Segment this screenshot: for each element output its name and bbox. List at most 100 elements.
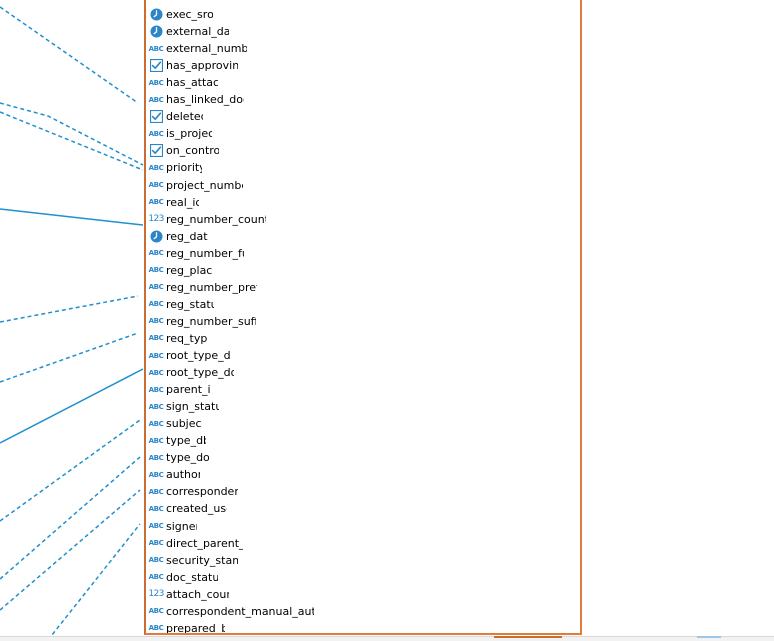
abc-type-icon: ABC <box>148 163 164 172</box>
abc-type-icon: ABC <box>148 453 164 462</box>
field-row-external_dat[interactable]: external_dat <box>149 23 229 40</box>
field-name: reg_date <box>166 229 208 243</box>
field-name: has_attach <box>166 76 218 90</box>
connector-reg-status[interactable] <box>0 295 139 323</box>
connector-reg-date[interactable] <box>0 208 144 226</box>
field-name: priority <box>166 161 202 175</box>
field-row-exec_srok[interactable]: exec_srok <box>149 6 213 23</box>
connector-signer[interactable] <box>47 523 141 640</box>
field-name: attach_coun <box>166 587 229 601</box>
field-name: security_stamp <box>166 553 238 567</box>
field-row-deletec[interactable]: deletec <box>149 108 203 125</box>
abc-type-icon: ABC <box>148 181 164 189</box>
field-name: deletec <box>166 110 203 124</box>
field-name: doc_status <box>166 570 218 584</box>
field-row-reg_date[interactable]: reg_date <box>149 228 208 245</box>
connector-req-type[interactable] <box>0 332 139 383</box>
abc-type-icon: ABC <box>148 78 164 87</box>
abc-type-icon: ABC <box>148 470 164 479</box>
connector-exec-srok[interactable] <box>0 6 139 104</box>
field-name: correspondent_manual_auth <box>166 604 314 618</box>
field-name: reg_place <box>166 263 212 277</box>
entity-table-box[interactable]: exec_srokexternal_datABCexternal_numbeha… <box>144 0 582 635</box>
connector-subject[interactable] <box>0 419 141 522</box>
clock-icon <box>149 25 163 38</box>
field-name: type_doc <box>166 451 210 465</box>
field-row-has_approvinc[interactable]: has_approvinc <box>149 57 238 74</box>
abc-type-icon: ABC <box>148 539 164 548</box>
connector-correspondent[interactable] <box>0 489 141 611</box>
num-type-icon: 123 <box>148 589 164 600</box>
clock-icon <box>149 8 163 21</box>
field-name: created_use <box>166 502 227 516</box>
horizontal-scrollbar-track[interactable] <box>0 636 774 641</box>
connector-root-type-do[interactable] <box>0 368 144 444</box>
checkbox-icon <box>149 110 163 124</box>
clock-icon <box>149 230 163 243</box>
abc-type-icon: ABC <box>148 573 164 582</box>
field-name: root_type_do <box>166 366 234 380</box>
field-name: reg_number_prefi <box>166 280 257 294</box>
field-name: reg_number_fu <box>166 246 244 260</box>
connector-priority-b[interactable] <box>0 111 144 171</box>
field-name: exec_srok <box>166 8 213 21</box>
field-row-subject[interactable]: ABCsubject <box>149 415 201 432</box>
abc-type-icon: ABC <box>148 129 164 138</box>
checkbox-icon <box>149 144 163 158</box>
field-name: external_dat <box>166 25 229 39</box>
field-name: external_numbe <box>166 42 247 56</box>
field-name: root_type_dl <box>166 349 231 362</box>
abc-type-icon: ABC <box>148 556 164 565</box>
connector-type-doc[interactable] <box>0 456 141 580</box>
checkbox-icon <box>149 59 163 73</box>
abc-type-icon: ABC <box>148 198 164 207</box>
field-name: author <box>166 468 200 482</box>
abc-type-icon: ABC <box>148 368 164 377</box>
field-name: parent_ic <box>166 383 211 397</box>
field-name: type_db <box>166 434 206 448</box>
abc-type-icon: ABC <box>148 44 164 53</box>
abc-type-icon: ABC <box>148 419 164 428</box>
field-name: direct_parent_i <box>166 536 243 550</box>
field-name: on_contro <box>166 144 219 158</box>
abc-type-icon: ABC <box>148 522 164 530</box>
abc-type-icon: ABC <box>148 266 164 275</box>
scrollbar-thumb[interactable] <box>697 636 721 638</box>
field-name: reg_number_suffi <box>166 314 256 328</box>
connector-priority-a[interactable] <box>0 102 144 166</box>
abc-type-icon: ABC <box>148 436 164 445</box>
field-row-on_contro[interactable]: on_contro <box>149 142 219 159</box>
abc-type-icon: ABC <box>148 607 164 616</box>
